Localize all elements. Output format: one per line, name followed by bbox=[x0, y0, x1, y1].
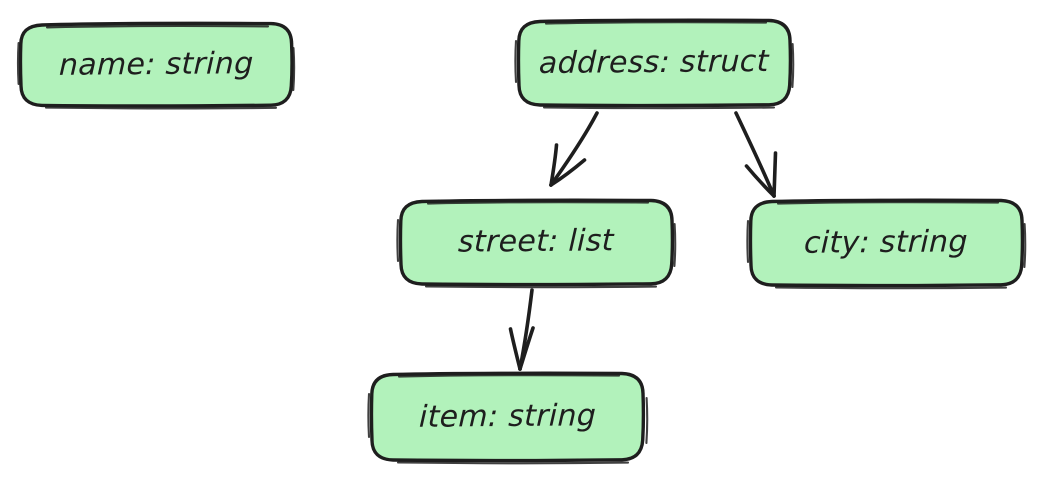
node-address[interactable]: address: struct bbox=[518, 19, 790, 105]
node-item[interactable]: item: string bbox=[371, 372, 644, 460]
edge-street-item bbox=[508, 288, 535, 371]
node-label-street: street: list bbox=[457, 223, 615, 260]
node-label-item: item: string bbox=[418, 397, 597, 435]
node-name[interactable]: name: string bbox=[20, 22, 292, 106]
node-label-city: city: string bbox=[803, 223, 969, 261]
edge-address-street bbox=[549, 111, 599, 187]
node-street[interactable]: street: list bbox=[400, 199, 672, 284]
node-label-name: name: string bbox=[58, 45, 254, 83]
node-label-address: address: struct bbox=[538, 43, 770, 81]
edge-address-city bbox=[734, 111, 778, 198]
node-city[interactable]: city: string bbox=[750, 199, 1022, 285]
